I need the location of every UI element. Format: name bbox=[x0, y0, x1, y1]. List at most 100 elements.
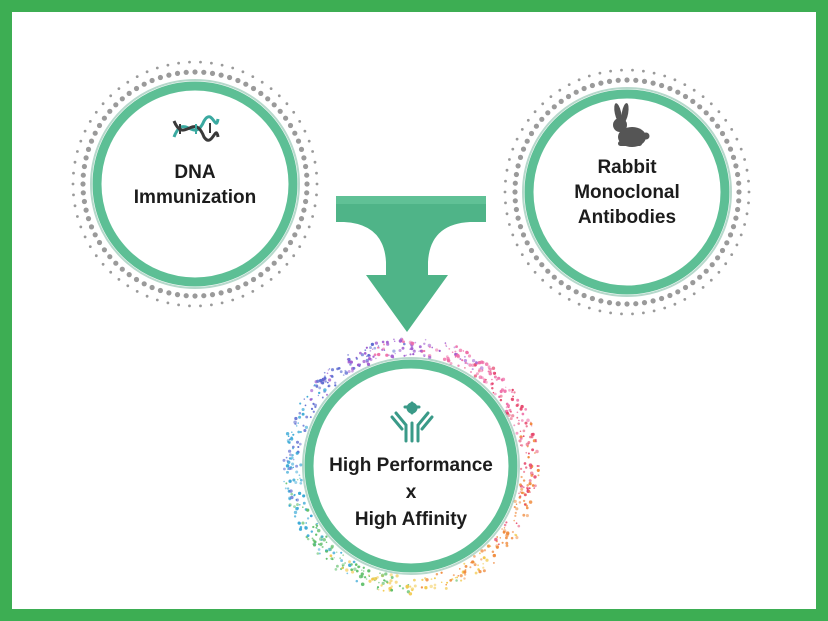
halo-dot bbox=[201, 69, 207, 75]
confetti-dot bbox=[359, 351, 362, 355]
confetti-dot bbox=[528, 482, 532, 486]
confetti-dot bbox=[304, 527, 307, 530]
halo-dot bbox=[606, 78, 613, 84]
confetti-dot bbox=[394, 580, 398, 584]
confetti-dot bbox=[526, 418, 530, 423]
confetti-dot bbox=[303, 398, 306, 400]
confetti-dot bbox=[314, 406, 317, 409]
confetti-dot bbox=[327, 547, 332, 552]
result-confetti-halo bbox=[282, 337, 540, 596]
confetti-dot bbox=[448, 348, 451, 350]
halo-dot bbox=[133, 85, 140, 92]
halo-dot bbox=[558, 88, 562, 92]
confetti-dot bbox=[514, 511, 517, 514]
halo-dot bbox=[88, 138, 95, 144]
halo-dot bbox=[730, 224, 737, 230]
halo-dot bbox=[269, 278, 273, 281]
halo-dot bbox=[80, 190, 86, 196]
confetti-dot bbox=[499, 389, 503, 394]
halo-dot bbox=[210, 303, 213, 307]
confetti-dot bbox=[456, 353, 460, 358]
halo-dot bbox=[683, 298, 687, 301]
halo-dot bbox=[577, 78, 581, 82]
confetti-dot bbox=[346, 358, 349, 361]
halo-dot bbox=[675, 89, 681, 95]
halo-dot bbox=[101, 115, 107, 121]
confetti-dot bbox=[382, 343, 386, 346]
dna-helix-icon bbox=[172, 115, 220, 142]
confetti-dot bbox=[525, 514, 529, 518]
confetti-dot bbox=[290, 436, 293, 439]
result-circle-outline bbox=[302, 357, 520, 575]
halo-dot bbox=[727, 232, 734, 238]
halo-dot bbox=[524, 240, 530, 246]
halo-dot bbox=[526, 118, 530, 122]
halo-dot bbox=[301, 155, 307, 161]
confetti-dot bbox=[301, 521, 305, 525]
halo-dot bbox=[241, 294, 245, 298]
confetti-dot bbox=[528, 487, 531, 490]
confetti-dot bbox=[526, 445, 529, 448]
confetti-dot bbox=[380, 573, 385, 578]
halo-dot bbox=[549, 95, 553, 98]
confetti-dot bbox=[366, 360, 369, 364]
confetti-dot bbox=[522, 435, 525, 438]
confetti-dot bbox=[298, 442, 302, 446]
confetti-dot bbox=[296, 478, 299, 481]
confetti-dot bbox=[511, 388, 514, 392]
confetti-dot bbox=[473, 374, 478, 378]
halo-dot bbox=[303, 198, 309, 205]
halo-dot bbox=[567, 298, 571, 301]
confetti-dot bbox=[413, 578, 416, 582]
halo-dot bbox=[94, 110, 98, 114]
confetti-dot bbox=[294, 422, 297, 426]
halo-dot bbox=[307, 139, 311, 143]
confetti-dot bbox=[471, 359, 476, 363]
halo-dot bbox=[573, 289, 579, 295]
confetti-dot bbox=[536, 464, 539, 468]
halo-dot bbox=[235, 77, 241, 84]
dna-label-line1: DNA bbox=[174, 162, 216, 183]
halo-dot bbox=[631, 312, 634, 316]
confetti-dot bbox=[383, 579, 386, 582]
confetti-dot bbox=[494, 554, 496, 556]
confetti-dot bbox=[299, 481, 303, 485]
confetti-dot bbox=[304, 425, 309, 430]
confetti-dot bbox=[528, 490, 531, 493]
confetti-dot bbox=[495, 378, 498, 381]
halo-dot bbox=[633, 77, 639, 83]
halo-dot bbox=[558, 292, 562, 296]
halo-dot bbox=[642, 311, 645, 315]
confetti-dot bbox=[446, 356, 450, 361]
confetti-dot bbox=[393, 340, 396, 343]
confetti-dot bbox=[429, 584, 433, 589]
confetti-dot bbox=[535, 449, 539, 454]
confetti-dot bbox=[365, 578, 368, 580]
confetti-dot bbox=[322, 537, 326, 542]
halo-dot bbox=[743, 158, 746, 161]
confetti-dot bbox=[311, 537, 314, 540]
confetti-dot bbox=[505, 411, 510, 415]
confetti-dot bbox=[325, 535, 328, 538]
halo-dot bbox=[701, 95, 705, 98]
confetti-dot bbox=[373, 576, 378, 581]
confetti-dot bbox=[453, 346, 456, 349]
confetti-dot bbox=[305, 415, 309, 419]
confetti-dot bbox=[516, 411, 519, 414]
rabbit-label-line1: Rabbit bbox=[597, 157, 657, 178]
confetti-dot bbox=[295, 498, 299, 502]
confetti-dot bbox=[491, 550, 495, 554]
halo-dot bbox=[285, 102, 289, 106]
result-label-line1: High Performance bbox=[329, 455, 493, 476]
halo-dot bbox=[598, 80, 604, 86]
confetti-dot bbox=[423, 342, 426, 346]
confetti-dot bbox=[482, 566, 485, 569]
halo-dot bbox=[730, 154, 737, 160]
halo-dot bbox=[642, 69, 645, 73]
halo-dot bbox=[126, 90, 132, 96]
confetti-dot bbox=[505, 521, 508, 524]
rabbit-label-line2: Monoclonal bbox=[574, 182, 680, 203]
confetti-dot bbox=[521, 491, 525, 495]
confetti-dot bbox=[421, 578, 424, 582]
confetti-dot bbox=[367, 569, 371, 573]
